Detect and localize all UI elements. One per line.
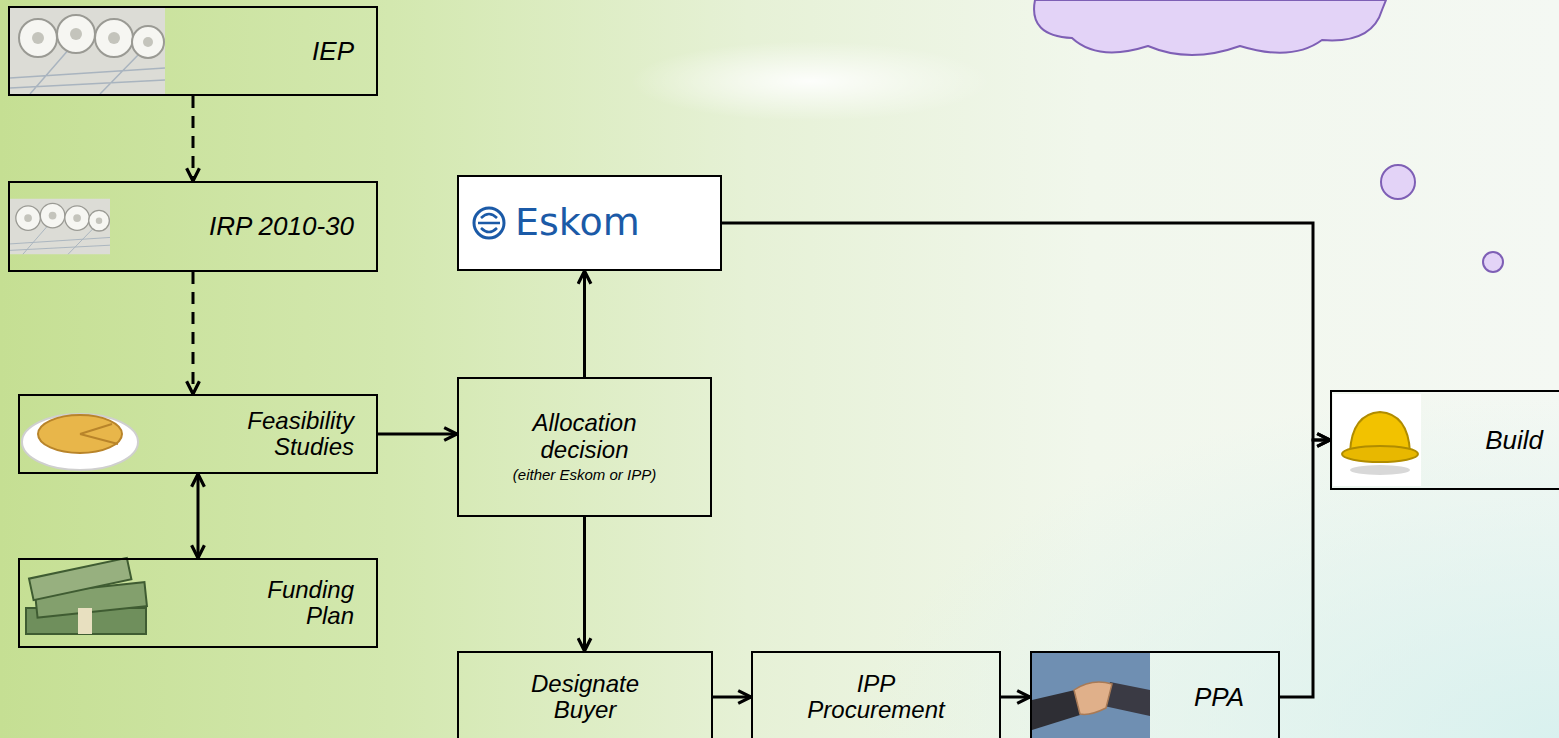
node-label: IRP 2010-30	[209, 212, 354, 241]
node-label: Build	[1485, 426, 1543, 455]
connector-arrow	[192, 272, 195, 394]
process-box: Eskom	[457, 175, 722, 271]
bubble-circle	[1483, 252, 1503, 272]
node-label: PPA	[1194, 683, 1244, 712]
sleeve-shape	[1032, 690, 1080, 730]
process-box: Allocation decision (either Eskom or IPP)	[457, 377, 712, 517]
connector-arrow	[1001, 696, 1030, 699]
hardhat-icon	[1333, 394, 1421, 486]
node-label: Allocation decision	[500, 410, 670, 463]
helmet-shadow	[1350, 465, 1410, 475]
node-label: Designate Buyer	[510, 671, 660, 724]
blueprint-icon	[10, 199, 110, 254]
connector-arrow	[192, 96, 195, 181]
process-box: IRP 2010-30	[8, 181, 378, 272]
connector-group	[193, 96, 1330, 697]
logo-ground	[457, 175, 722, 271]
connector-arrow	[378, 433, 457, 436]
connector-arrow	[722, 223, 1330, 440]
handshake-icon	[1032, 653, 1150, 738]
icon-ground	[1333, 394, 1421, 486]
process-box: IEP	[8, 6, 378, 96]
node-label: Eskom	[515, 202, 640, 244]
pie-shape	[38, 415, 122, 453]
process-box: Feasibility Studies	[18, 394, 378, 474]
pie-icon	[22, 414, 138, 470]
connector-arrow	[583, 517, 586, 651]
pie-slice	[80, 424, 118, 444]
connector-arrow	[583, 271, 586, 377]
node-label: IPP Procurement	[796, 671, 956, 724]
hand-shape	[1074, 682, 1112, 714]
logo-symbol	[474, 208, 504, 238]
process-box: Designate Buyer	[457, 651, 713, 738]
bill-band	[78, 608, 92, 634]
bubble-circle	[1381, 165, 1415, 199]
connector-arrow	[1280, 440, 1330, 697]
connector-arrow	[713, 696, 751, 699]
logo-symbol	[478, 214, 500, 232]
helmet-brim	[1342, 446, 1418, 462]
money-icon	[26, 558, 147, 634]
node-note: (either Eskom or IPP)	[513, 467, 656, 484]
eskom-logo	[457, 175, 722, 271]
node-label: Feasibility Studies	[214, 408, 354, 461]
process-box: Funding Plan	[18, 558, 378, 648]
process-box: IPP Procurement	[751, 651, 1001, 738]
bill-stack	[29, 558, 131, 600]
cloud-shape	[1034, 0, 1386, 55]
blueprint-icon	[10, 8, 165, 94]
plate-shape	[22, 414, 138, 470]
process-box: PPA	[1030, 651, 1280, 738]
connector-arrow	[197, 474, 200, 558]
photo-ground	[1032, 653, 1150, 738]
node-label: IEP	[312, 37, 354, 66]
node-label: Funding Plan	[234, 577, 354, 630]
process-box: Build	[1330, 390, 1559, 490]
